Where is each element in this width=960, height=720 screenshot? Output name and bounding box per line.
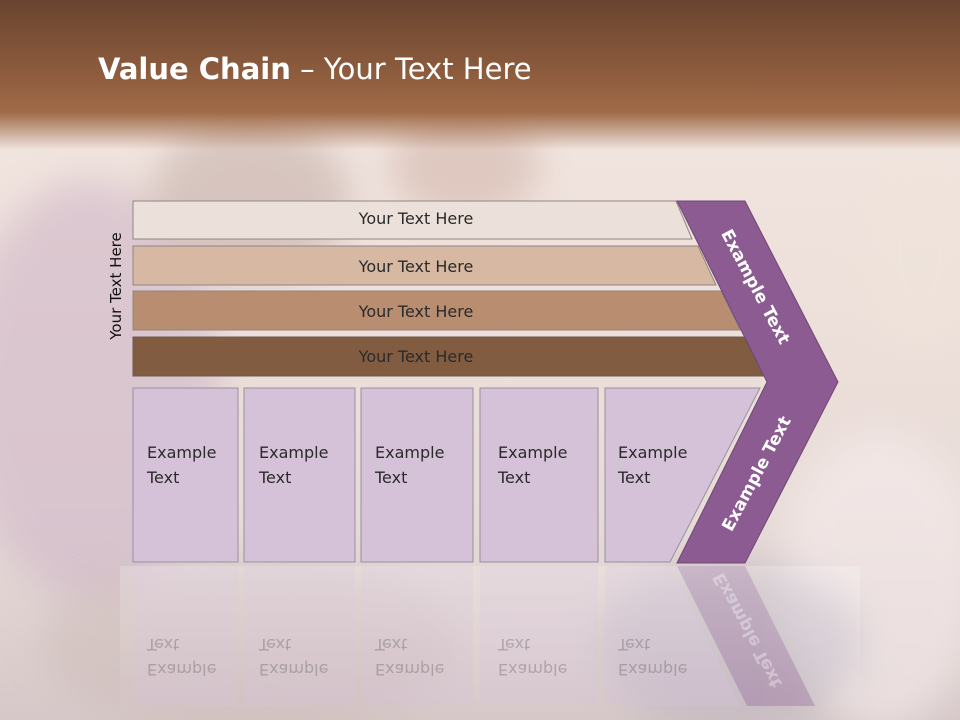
support-bar-3-label: Your Text Here xyxy=(358,302,474,321)
support-bar-4[interactable] xyxy=(132,336,764,377)
slide-title: Value Chain – Your Text Here xyxy=(98,52,532,86)
support-bar-2-label: Your Text Here xyxy=(358,257,474,276)
support-bar-2[interactable] xyxy=(132,245,717,286)
support-bar-3[interactable] xyxy=(132,290,741,331)
support-bar-1[interactable] xyxy=(132,200,693,240)
primary-box-5[interactable] xyxy=(604,387,761,563)
title-rest: – Your Text Here xyxy=(290,52,532,86)
support-bar-4-label: Your Text Here xyxy=(358,347,474,366)
title-bold: Value Chain xyxy=(98,52,291,86)
support-bar-1-label: Your Text Here xyxy=(358,209,474,228)
primary-box-4[interactable] xyxy=(479,387,599,563)
primary-box-3[interactable] xyxy=(360,387,474,563)
margin-arrow[interactable] xyxy=(676,200,839,564)
primary-box-1[interactable] xyxy=(132,387,239,563)
primary-box-2[interactable] xyxy=(243,387,356,563)
header-band xyxy=(0,0,960,150)
